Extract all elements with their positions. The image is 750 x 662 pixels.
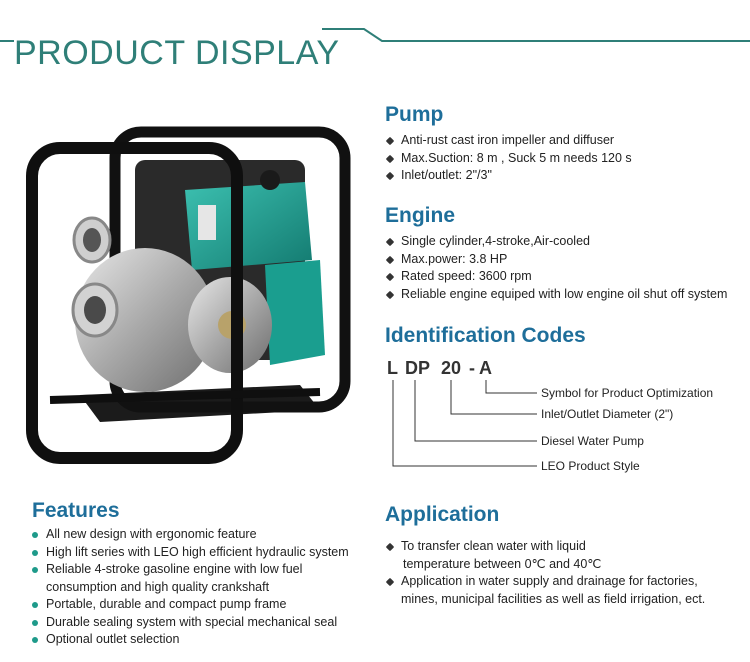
bullet-icon — [32, 549, 38, 556]
leader-line-l — [392, 380, 537, 467]
bullet-icon — [385, 542, 395, 552]
bullet-icon — [32, 567, 38, 573]
list-item: Portable, durable and compact pump frame — [30, 596, 370, 614]
list-item: Max.power: 3.8 HP — [385, 251, 745, 269]
engine-heading: Engine — [385, 204, 456, 227]
pump-heading: Pump — [385, 103, 444, 126]
identification-code-diagram: L DP 20 - A Symbol for Product Optimizat… — [387, 358, 713, 473]
list-item: Optional outlet selection — [30, 631, 370, 649]
engine-spec-list: Single cylinder,4-stroke,Air-cooled Max.… — [385, 233, 745, 303]
list-item: Reliable 4-stroke gasoline engine with l… — [30, 561, 370, 596]
banner-left-rule — [0, 40, 14, 42]
bullet-icon — [385, 290, 395, 299]
list-item: Reliable engine equiped with low engine … — [385, 286, 745, 304]
list-item: To transfer clean water with liquid temp… — [385, 538, 745, 573]
features-heading: Features — [32, 499, 120, 522]
bullet-icon — [385, 255, 395, 264]
code-label-a: Symbol for Product Optimization — [541, 386, 713, 400]
bullet-icon — [32, 602, 38, 608]
code-letter-dp: DP — [405, 358, 430, 378]
bullet-icon — [385, 237, 395, 247]
banner-right-rule — [322, 28, 750, 42]
list-item: Inlet/outlet: 2"/3" — [385, 167, 740, 185]
code-label-dp: Diesel Water Pump — [541, 434, 644, 448]
pump-spec-list: Anti-rust cast iron impeller and diffuse… — [385, 132, 740, 185]
identification-heading: Identification Codes — [385, 324, 586, 347]
leader-line-dp — [414, 380, 537, 442]
features-list: All new design with ergonomic feature Hi… — [30, 526, 370, 649]
banner-title: PRODUCT DISPLAY — [14, 33, 340, 72]
code-label-num: Inlet/Outlet Diameter (2") — [541, 407, 673, 421]
list-item: All new design with ergonomic feature — [30, 526, 370, 544]
list-item: High lift series with LEO high efficient… — [30, 544, 370, 562]
code-label-l: LEO Product Style — [541, 459, 640, 473]
water-pump-image — [26, 126, 351, 464]
bullet-icon — [32, 619, 38, 626]
bullet-icon — [385, 136, 395, 146]
bullet-icon — [385, 154, 395, 163]
code-letter-dash: - — [469, 358, 475, 378]
leader-line-num — [450, 380, 537, 415]
list-item: Max.Suction: 8 m , Suck 5 m needs 120 s — [385, 150, 740, 168]
list-item: Single cylinder,4-stroke,Air-cooled — [385, 233, 745, 251]
list-item: Durable sealing system with special mech… — [30, 614, 370, 632]
bullet-icon — [32, 532, 38, 538]
bullet-icon — [32, 637, 38, 643]
list-item: Application in water supply and drainage… — [385, 573, 745, 608]
code-letter-num: 20 — [441, 358, 461, 378]
list-item: Anti-rust cast iron impeller and diffuse… — [385, 132, 740, 150]
code-letter-l: L — [387, 358, 398, 378]
application-list: To transfer clean water with liquid temp… — [385, 538, 745, 608]
leader-line-a — [485, 380, 537, 394]
bullet-icon — [385, 577, 395, 587]
list-item: Rated speed: 3600 rpm — [385, 268, 745, 286]
code-letter-a: A — [479, 358, 492, 378]
bullet-icon — [385, 171, 395, 181]
application-heading: Application — [385, 503, 500, 526]
bullet-icon — [385, 272, 395, 282]
